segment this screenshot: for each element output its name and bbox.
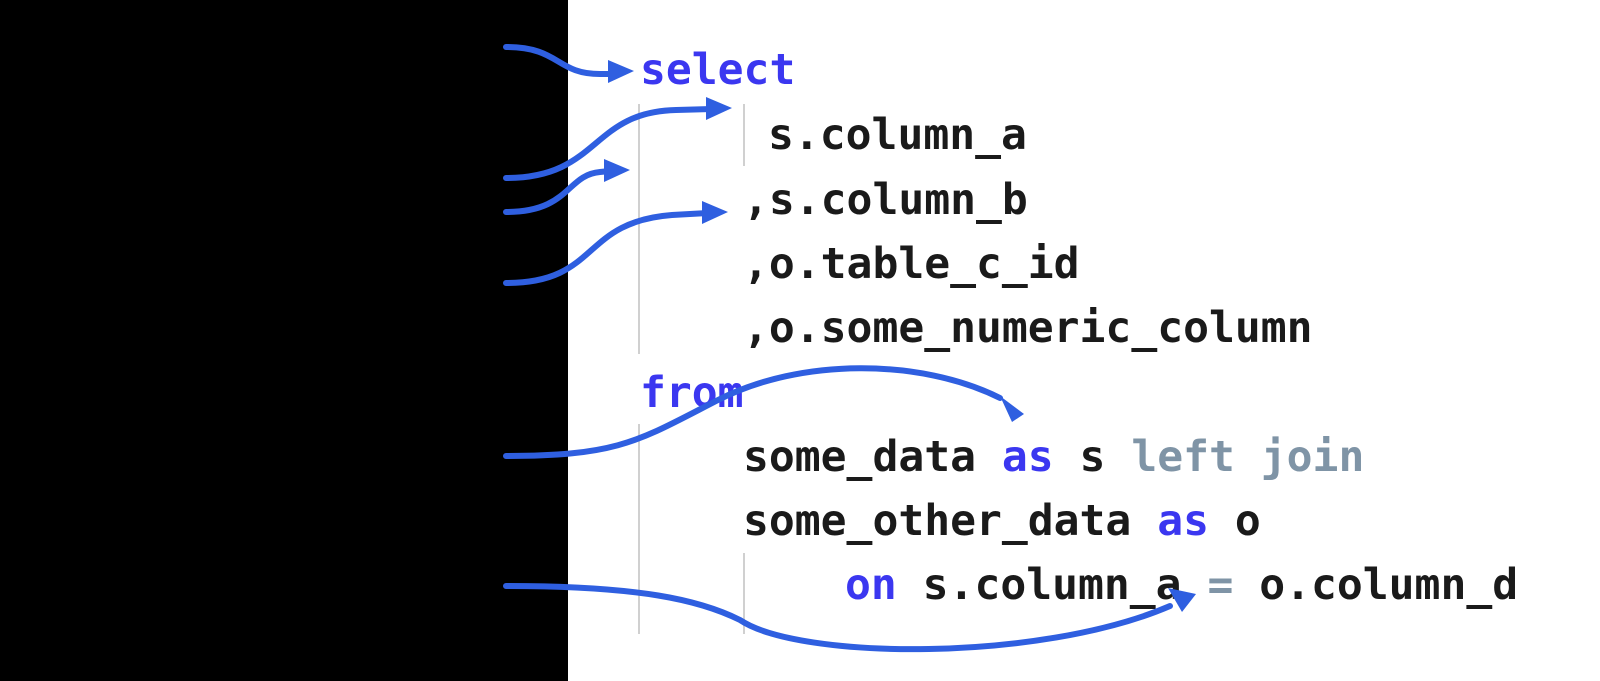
arrow-to-select-head	[608, 60, 634, 83]
arrow-to-as-s[interactable]	[503, 365, 1024, 459]
line-column-a[interactable]: s.column_a	[768, 114, 1027, 157]
arrow-to-equals[interactable]	[503, 583, 1196, 653]
arrow-to-select[interactable]	[503, 44, 634, 83]
arrow-to-indent-guide-line	[503, 168, 613, 215]
arrow-to-column-a-line	[503, 106, 715, 181]
guide-select-block-a	[743, 104, 745, 166]
line-table-c-id[interactable]: ,o.table_c_id	[743, 243, 1080, 286]
arrow-to-select-line	[503, 44, 619, 77]
line-some-other-data[interactable]: some_other_data as o	[743, 500, 1261, 543]
line-some-numeric-column-token-0: ,o.some_numeric_column	[743, 303, 1313, 353]
line-some-other-data-token-0: some_other_data	[743, 496, 1158, 546]
arrow-to-column-a[interactable]	[503, 97, 732, 181]
guide-select-block-b	[638, 104, 640, 354]
arrow-to-as-s-line	[503, 365, 1003, 459]
line-on-clause[interactable]: on s.column_a = o.column_d	[845, 564, 1518, 607]
line-column-b-token-0: ,s.column_b	[743, 175, 1028, 225]
arrow-to-column-b[interactable]	[503, 201, 728, 286]
line-on-clause-token-2: =	[1207, 560, 1234, 610]
line-some-data-token-3: left join	[1131, 432, 1365, 482]
line-on-clause-token-0: on	[845, 560, 897, 610]
arrow-to-column-b-head	[702, 201, 728, 224]
guide-from-block	[638, 424, 640, 634]
line-column-a-token-0: s.column_a	[768, 110, 1027, 160]
arrow-to-column-a-head	[706, 97, 732, 120]
line-some-other-data-token-2: o	[1209, 496, 1261, 546]
line-some-data-token-2: s	[1053, 432, 1132, 482]
line-select[interactable]: select	[640, 49, 795, 92]
line-some-data[interactable]: some_data as s left join	[743, 436, 1364, 479]
arrow-to-equals-head	[1168, 588, 1196, 612]
left-black-panel	[0, 0, 568, 681]
arrow-to-indent-guide[interactable]	[503, 159, 630, 215]
line-some-numeric-column[interactable]: ,o.some_numeric_column	[743, 307, 1313, 350]
line-some-data-token-1: as	[1001, 432, 1054, 482]
line-column-b[interactable]: ,s.column_b	[743, 179, 1028, 222]
arrow-to-indent-guide-head	[604, 159, 630, 182]
line-table-c-id-token-0: ,o.table_c_id	[743, 239, 1080, 289]
line-select-token-0: select	[640, 45, 796, 95]
line-on-clause-token-3: o.column_d	[1233, 560, 1519, 610]
arrow-to-column-b-line	[503, 210, 711, 286]
line-some-data-token-0: some_data	[743, 432, 1002, 482]
code-editor-surface	[568, 0, 1600, 681]
line-some-other-data-token-1: as	[1157, 496, 1209, 546]
guide-on-block	[743, 553, 745, 634]
arrow-to-as-s-head	[1000, 396, 1024, 422]
line-on-clause-token-1: s.column_a	[896, 560, 1208, 610]
arrow-to-equals-line	[503, 583, 1173, 653]
